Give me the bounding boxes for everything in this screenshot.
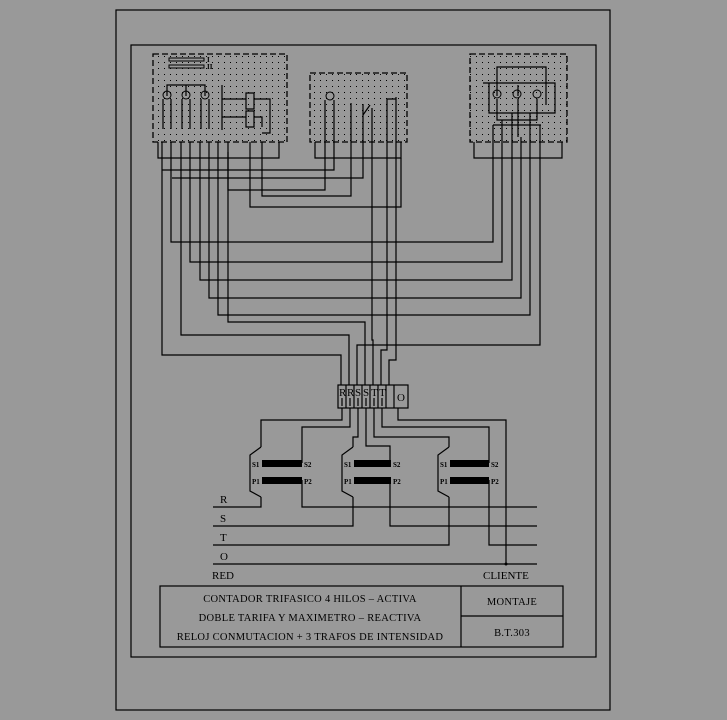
terminal-label: T bbox=[379, 387, 386, 399]
title-block: CONTADOR TRIFASICO 4 HILOS – ACTIVA DOBL… bbox=[159, 585, 564, 648]
line-o-label: O bbox=[220, 551, 228, 563]
reactive-energy-meter bbox=[469, 53, 568, 159]
secondary-wiring bbox=[260, 408, 507, 564]
p1-label: P1 bbox=[440, 478, 448, 486]
cliente-label: CLIENTE bbox=[483, 570, 529, 582]
s2-label: S2 bbox=[393, 461, 401, 469]
s2-label: S2 bbox=[304, 461, 312, 469]
title-line-2: DOBLE TARIFA Y MAXIMETRO – REACTIVA bbox=[199, 613, 422, 624]
current-transformer-1: S1 S2 P1 P2 bbox=[249, 446, 312, 498]
s1-label: S1 bbox=[252, 461, 260, 469]
s2-label: S2 bbox=[491, 461, 499, 469]
terminal-label: T bbox=[371, 387, 378, 399]
p1-label: P1 bbox=[344, 478, 352, 486]
s1-label: S1 bbox=[440, 461, 448, 469]
terminal-label: R bbox=[347, 387, 355, 399]
red-label: RED bbox=[212, 570, 234, 582]
rate-label-1: I bbox=[207, 56, 210, 64]
time-switch-clock bbox=[309, 72, 408, 159]
terminal-label: S bbox=[355, 387, 361, 399]
terminal-label: R bbox=[339, 387, 347, 399]
rate-label-2: II bbox=[207, 63, 213, 71]
terminal-block: R R S S T T O bbox=[337, 384, 409, 409]
title-line-3: RELOJ CONMUTACION + 3 TRAFOS DE INTENSID… bbox=[177, 632, 444, 643]
p1-label: P1 bbox=[252, 478, 260, 486]
wiring bbox=[161, 152, 541, 385]
title-line-1: CONTADOR TRIFASICO 4 HILOS – ACTIVA bbox=[203, 594, 417, 605]
outer-frame bbox=[115, 9, 611, 711]
line-t-label: T bbox=[220, 532, 227, 544]
p2-label: P2 bbox=[393, 478, 401, 486]
line-r-label: R bbox=[220, 494, 228, 506]
mains-lines: R S T O RED CLIENTE bbox=[212, 480, 537, 582]
s1-label: S1 bbox=[344, 461, 352, 469]
p2-label: P2 bbox=[304, 478, 312, 486]
p2-label: P2 bbox=[491, 478, 499, 486]
drawing-type: MONTAJE bbox=[487, 597, 537, 608]
active-energy-meter: I II bbox=[152, 53, 288, 159]
current-transformer-3: S1 S2 P1 P2 bbox=[437, 446, 499, 498]
terminal-label: O bbox=[397, 392, 405, 404]
line-s-label: S bbox=[220, 513, 226, 525]
terminal-label: S bbox=[363, 387, 369, 399]
drawing-code: B.T.303 bbox=[494, 628, 530, 639]
current-transformer-2: S1 S2 P1 P2 bbox=[341, 446, 401, 498]
inner-frame bbox=[130, 44, 597, 658]
